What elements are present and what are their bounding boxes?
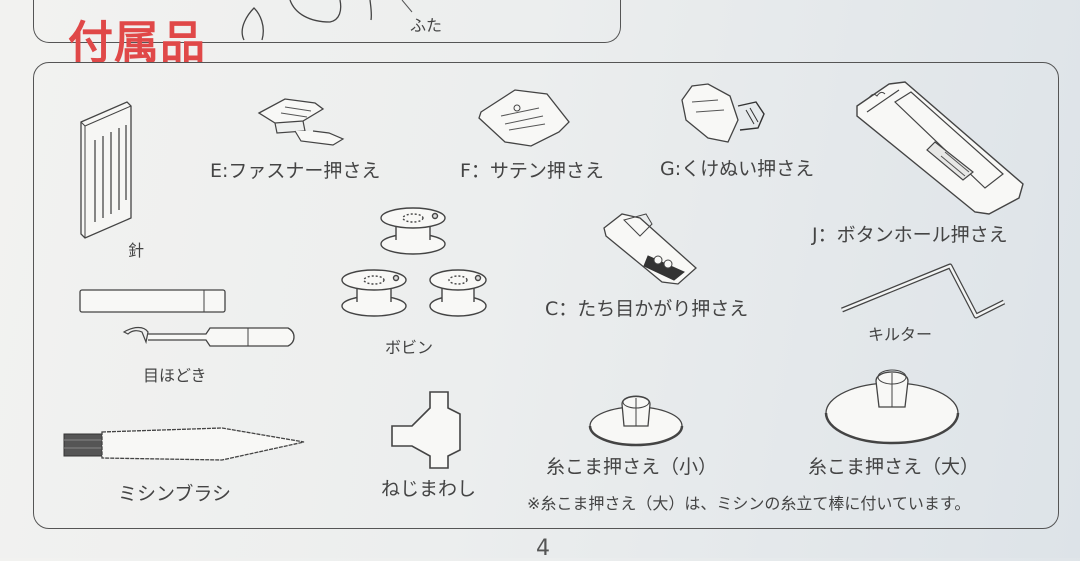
bobbins-label: ボビン [385, 338, 434, 357]
brush-label: ミシンブラシ [118, 483, 232, 505]
bobbins-icon [338, 196, 488, 326]
satin-foot-icon [475, 86, 575, 156]
spool-cap-note: ※糸こま押さえ（大）は、ミシンの糸立て棒に付いています。 [527, 494, 971, 513]
needle-pack-icon [75, 100, 135, 240]
seam-ripper-label: 目ほどき [143, 366, 207, 385]
seam-ripper-icon [78, 288, 298, 358]
accessories-box [33, 62, 1059, 529]
spool-cap-large-label: 糸こま押さえ（大） [808, 456, 980, 478]
previous-section-box [33, 0, 621, 43]
quilter-guide-icon [840, 260, 1005, 320]
brush-icon [62, 424, 312, 464]
section-title: 付属品 [68, 16, 207, 69]
screwdriver-icon [390, 390, 470, 470]
satin-foot-label: F：サテン押さえ [460, 160, 604, 182]
overcast-foot-icon [600, 210, 700, 290]
needles-label: 針 [128, 241, 145, 260]
buttonhole-foot-label: J：ボタンホール押さえ [812, 224, 1008, 246]
zipper-foot-icon [255, 93, 345, 155]
spool-cap-small-label: 糸こま押さえ（小） [546, 456, 718, 478]
buttonhole-foot-icon [855, 76, 1030, 216]
spool-cap-large-icon [822, 365, 962, 447]
zipper-foot-label: E:ファスナー押さえ [210, 160, 381, 182]
lid-label: ふた [410, 16, 443, 35]
blind-hem-foot-icon [678, 80, 778, 150]
machine-lid-illustration [240, 0, 390, 42]
spool-cap-small-icon [586, 390, 686, 448]
quilter-label: キルター [868, 325, 933, 344]
lid-pointer-line [400, 0, 430, 20]
overcast-foot-label: C：たち目かがり押さえ [545, 298, 749, 320]
screwdriver-label: ねじまわし [381, 478, 477, 500]
page-number: 4 [536, 536, 550, 561]
blind-hem-foot-label: G:くけぬい押さえ [660, 158, 815, 180]
